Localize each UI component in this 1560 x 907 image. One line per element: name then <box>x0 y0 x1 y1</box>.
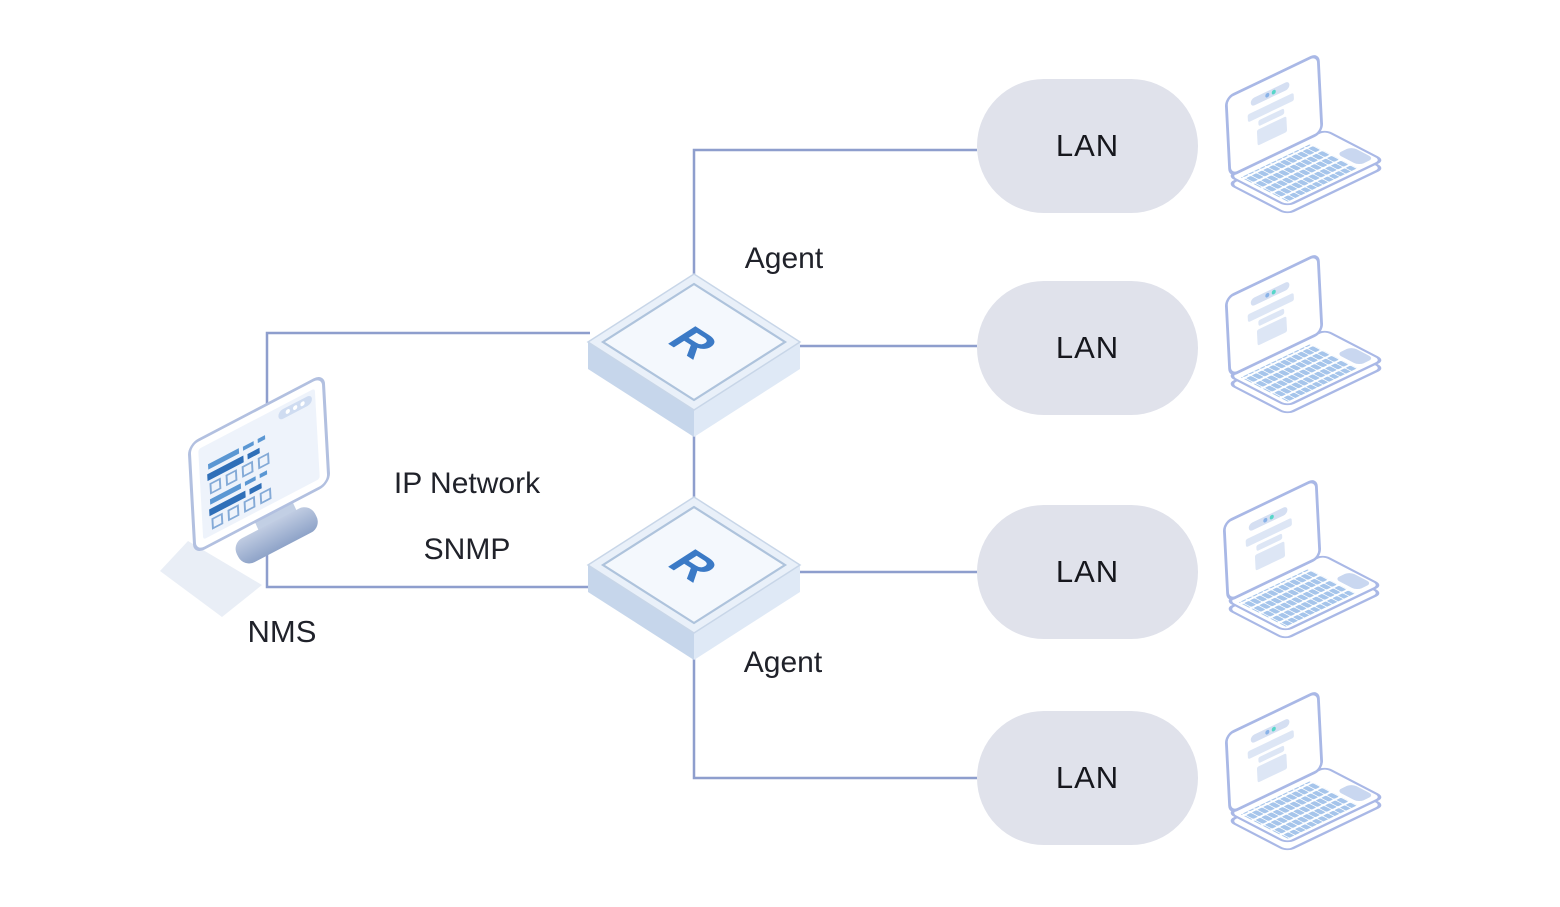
lan-node-1: LAN <box>977 79 1198 213</box>
agent-label-1: Agent <box>744 242 824 275</box>
screen-content-row-1 <box>207 435 270 495</box>
laptop-icon-1 <box>1224 52 1385 216</box>
laptop-icon-2 <box>1224 252 1385 416</box>
router-icon-1: R <box>586 272 802 439</box>
line-router1-lan1 <box>692 148 977 620</box>
ip-network-line2: SNMP <box>423 533 511 566</box>
laptop-icon-4 <box>1224 689 1385 853</box>
lan-node-4: LAN <box>977 711 1198 845</box>
monitor-shadow <box>160 541 262 617</box>
lan-node-3: LAN <box>977 505 1198 639</box>
monitor-stand-base <box>235 507 318 564</box>
laptop-icon-3 <box>1222 477 1383 641</box>
agent-label-2: Agent <box>743 646 823 679</box>
ip-network-label: IP Network SNMP <box>317 434 617 566</box>
router-icon-2: R <box>586 495 802 662</box>
desktop-monitor-icon <box>160 377 330 617</box>
lan-node-2: LAN <box>977 281 1198 415</box>
nms-label: NMS <box>247 614 317 649</box>
screen-content-row-2 <box>209 470 272 530</box>
ip-network-line1: IP Network <box>393 467 541 500</box>
